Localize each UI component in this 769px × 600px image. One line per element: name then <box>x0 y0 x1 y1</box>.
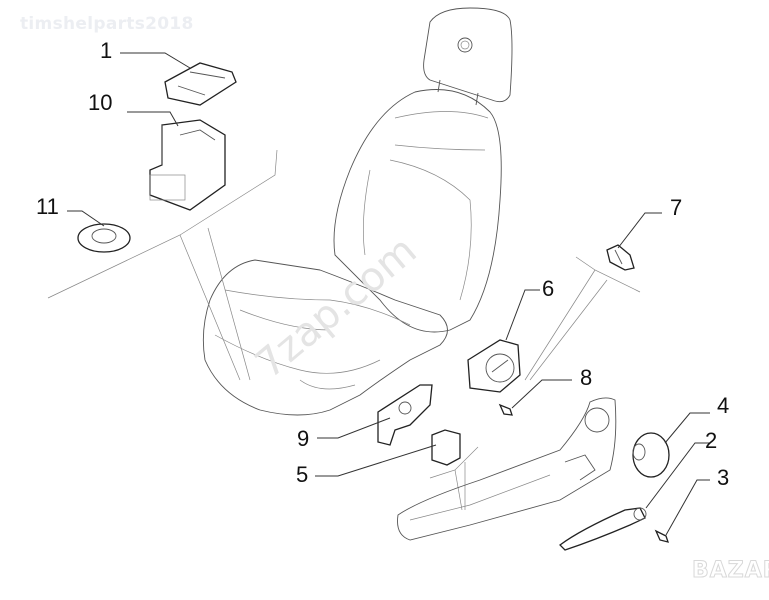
callout-10: 10 <box>88 90 112 115</box>
seller-watermark: timshelparts2018 <box>20 14 194 34</box>
callout-4: 4 <box>717 393 729 418</box>
callout-7: 7 <box>670 195 682 220</box>
seat-assembly <box>202 7 513 416</box>
callout-6: 6 <box>542 276 554 301</box>
group-bracket-bottom <box>429 446 479 511</box>
part-5-switch <box>431 429 461 466</box>
part-11-grommet <box>77 223 131 253</box>
leader-lines <box>67 52 710 536</box>
callout-2: 2 <box>705 428 717 453</box>
part-3-screw <box>654 529 669 543</box>
callout-1: 1 <box>100 38 112 63</box>
callout-9: 9 <box>297 426 309 451</box>
marketplace-watermark: BAZAR <box>692 558 769 584</box>
site-watermark: 7zap.com <box>247 227 426 387</box>
backrest <box>333 89 502 333</box>
callout-labels: 1 2 3 4 5 6 7 8 9 10 11 <box>36 38 729 490</box>
callout-3: 3 <box>717 465 729 490</box>
group-bracket-right <box>524 256 641 381</box>
part-7-actuator <box>606 244 635 271</box>
part-4-knob <box>632 432 670 478</box>
part-8-screw <box>498 403 513 416</box>
part-2-recliner-lever <box>559 507 647 551</box>
side-trim-panel <box>397 397 617 541</box>
seat-cushion <box>202 259 448 416</box>
group-bracket-left <box>47 149 278 381</box>
callout-8: 8 <box>580 365 592 390</box>
part-9-bracket <box>377 384 433 446</box>
part-10-connector-housing <box>149 119 226 211</box>
part-6-recliner-mechanism <box>467 339 521 393</box>
part-1-connector-plug <box>164 62 237 106</box>
headrest-logo <box>457 37 473 53</box>
callout-5: 5 <box>296 462 308 487</box>
headrest <box>423 7 513 103</box>
callout-11: 11 <box>36 194 59 219</box>
